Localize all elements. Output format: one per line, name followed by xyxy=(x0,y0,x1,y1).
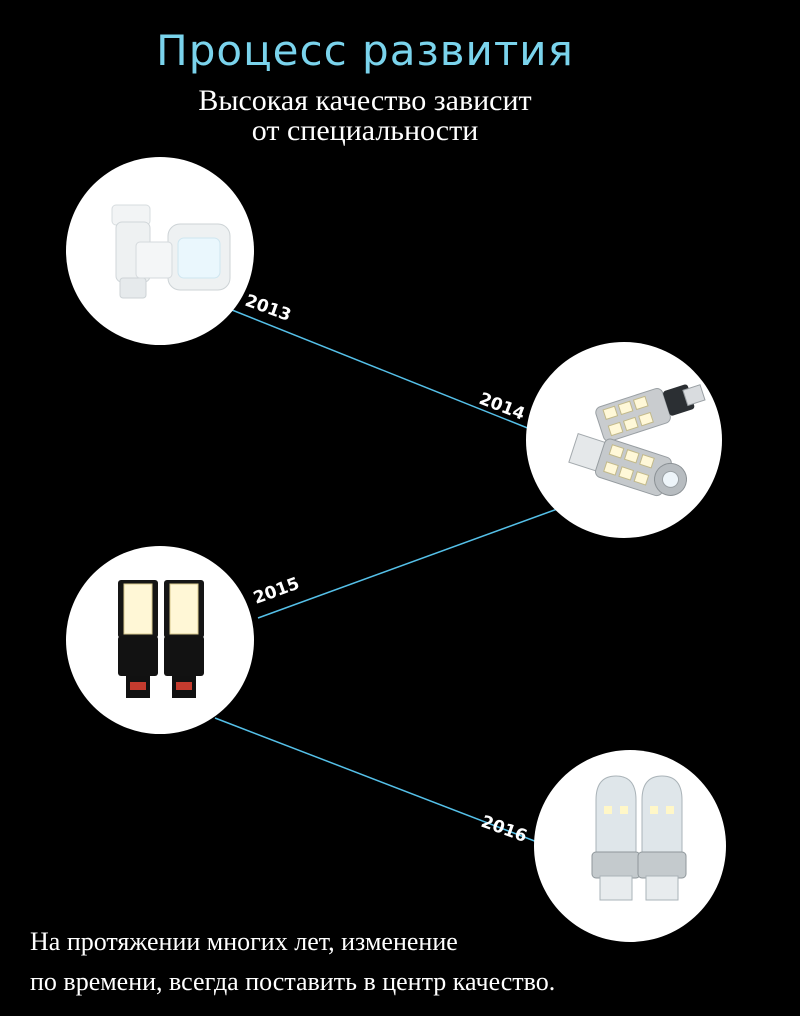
year-label-2015: 2015 xyxy=(251,574,302,609)
connector-line-2015-2016 xyxy=(214,717,546,846)
page-title: Процесс развития xyxy=(156,26,574,75)
projector-t10-bulbs-image xyxy=(591,775,687,901)
smd-t10-bulbs-image xyxy=(568,384,706,497)
product-circle-2014 xyxy=(526,342,722,538)
year-label-2013: 2013 xyxy=(242,291,293,326)
footer-line-2: по времени, всегда поставить в центр кач… xyxy=(30,967,556,996)
cob-t10-bulb-image xyxy=(111,204,231,299)
year-label-2014: 2014 xyxy=(476,389,527,425)
product-circle-2015 xyxy=(66,546,254,734)
page-subtitle: Высокая качество зависит от специальност… xyxy=(0,86,730,146)
footer-line-1: На протяжении многих лет, изменение xyxy=(30,927,458,956)
connector-line-2013-2014 xyxy=(231,309,546,436)
product-circle-2016 xyxy=(534,750,726,942)
subtitle-line-1: Высокая качество зависит xyxy=(198,84,532,117)
footer-text: На протяжении многих лет, изменение по в… xyxy=(30,922,790,1002)
product-circle-2013 xyxy=(66,157,254,345)
cob-canbus-bulbs-image xyxy=(118,580,204,698)
year-label-2016: 2016 xyxy=(478,812,529,847)
subtitle-line-2: от специальности xyxy=(251,114,479,147)
connector-line-2014-2015 xyxy=(257,507,561,619)
